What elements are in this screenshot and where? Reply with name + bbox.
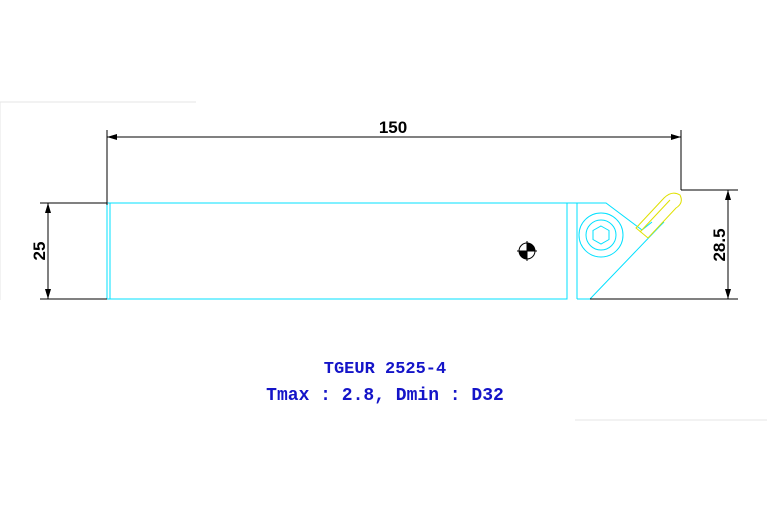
shank-rectangle [106, 202, 568, 300]
hex-screw-icon [585, 219, 617, 251]
overall-height-dimension-label: 28.5 [710, 228, 729, 261]
tool-body [106, 202, 665, 300]
head-lower-profile [577, 221, 665, 300]
spec-caption: Tmax : 2.8, Dmin : D32 [266, 386, 504, 406]
cutting-insert [635, 192, 682, 239]
height-dimension-label: 25 [30, 242, 49, 261]
page-panel [0, 101, 767, 421]
clamp-screw-outer [578, 212, 624, 258]
length-dimension-label: 150 [379, 118, 407, 137]
head-profile [567, 202, 653, 231]
center-mark-icon [517, 241, 537, 261]
dimension-lines [40, 130, 738, 300]
dimension-arrows [45, 134, 731, 299]
model-caption: TGEUR 2525-4 [324, 360, 446, 379]
